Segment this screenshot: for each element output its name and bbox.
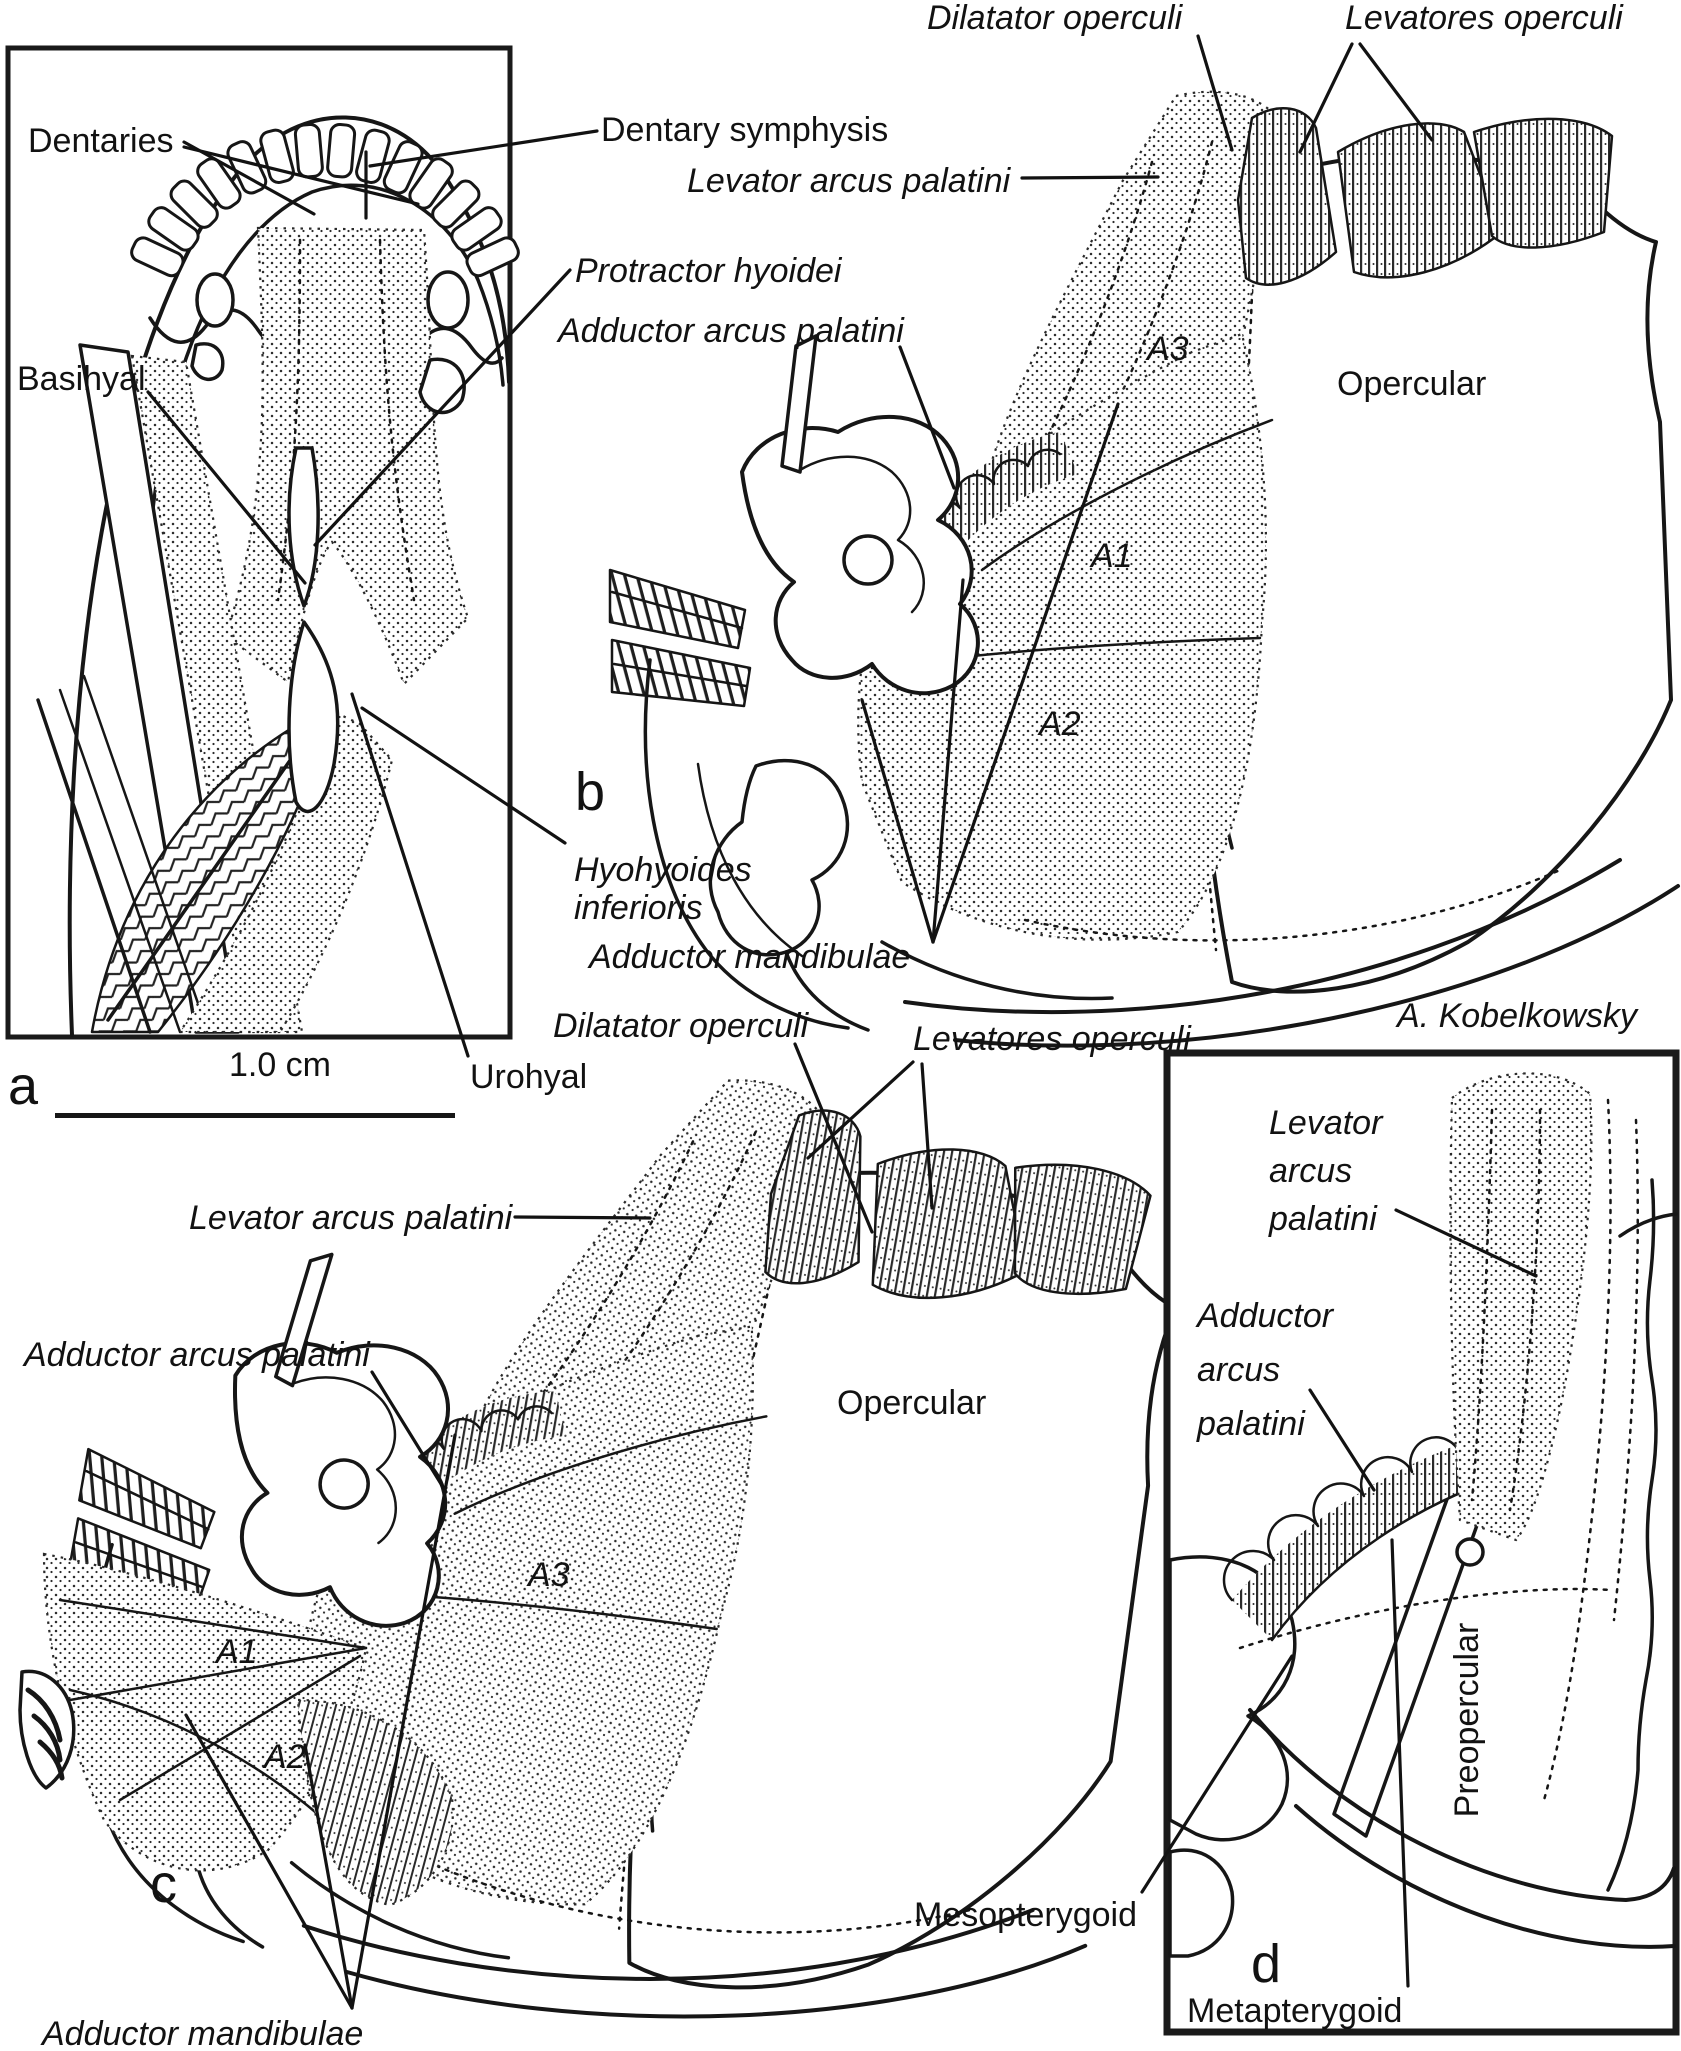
tooth <box>465 236 520 278</box>
b-label-a2: A2 <box>1037 705 1081 743</box>
leader-line <box>513 1215 652 1220</box>
credit-author: A. Kobelkowsky <box>1395 997 1639 1035</box>
b-label-protractor-hyoidei: Protractor hyoidei <box>575 252 843 290</box>
b-label-adductor-mandibulae: Adductor mandibulae <box>587 938 910 976</box>
tooth <box>431 179 481 229</box>
panel-letter-b: b <box>575 762 605 822</box>
scale-bar <box>55 1113 455 1118</box>
label-dentaries: Dentaries <box>28 122 174 160</box>
tooth <box>196 157 242 210</box>
teeth-row <box>130 123 520 278</box>
b-label-opercular: Opercular <box>1337 365 1486 403</box>
tooth <box>130 236 185 278</box>
c-label-a3: A3 <box>526 1556 570 1594</box>
leader-lines <box>146 34 1538 2010</box>
leader-line <box>350 692 470 1058</box>
panel-letter-a: a <box>8 1056 39 1116</box>
scale-bar-label: 1.0 cm <box>229 1046 331 1084</box>
c-label-levator-arcus-palatini: Levator arcus palatini <box>189 1199 514 1237</box>
panel-c-drawing <box>6 978 1223 2051</box>
label-basihyal: Basihyal <box>17 360 146 398</box>
leader-line <box>806 1060 915 1160</box>
leader-line <box>303 1743 354 2010</box>
leader-line <box>1308 1388 1376 1492</box>
leader-line <box>931 402 1120 944</box>
leader-line <box>1140 1654 1294 1894</box>
label-dentary-symphysis: Dentary symphysis <box>601 111 888 149</box>
panel-b-drawing <box>608 90 1680 1048</box>
d-label-metapterygoid: Metapterygoid <box>1187 1992 1402 2030</box>
b-label-a1: A1 <box>1089 537 1133 575</box>
leader-line <box>898 345 956 490</box>
c-label-adductor-arcus-palatini: Adductor arcus palatini <box>22 1336 371 1374</box>
labels: Dentaries Dentary symphysisBasihyalUrohya… <box>8 0 1639 2051</box>
panel-d-drawing <box>1163 1049 1680 2036</box>
tooth <box>147 206 200 252</box>
leader-line <box>350 1433 457 2010</box>
tooth <box>326 123 357 179</box>
leader-line <box>793 1042 874 1234</box>
leader-line <box>1196 34 1234 152</box>
b-label-dilatator-operculi: Dilatator operculi <box>927 0 1184 37</box>
panel-letter-c: c <box>150 1854 177 1914</box>
leader-line <box>184 1713 354 2010</box>
leader-line <box>182 145 420 206</box>
b-label-adductor-arcus-palatini: Adductor arcus palatini <box>556 312 905 350</box>
b-label-a3: A3 <box>1145 330 1189 368</box>
b-label-levatores-operculi: Levatores operculi <box>1345 0 1624 37</box>
c-label-a2: A2 <box>262 1738 306 1776</box>
leader-line <box>313 268 572 547</box>
leader-line <box>146 390 307 585</box>
tooth <box>259 128 295 185</box>
c-label-opercular: Opercular <box>837 1384 986 1422</box>
panel-a-drawing <box>5 45 520 1040</box>
leader-line <box>1020 175 1160 180</box>
leader-line <box>182 140 316 216</box>
tooth <box>293 123 324 179</box>
c-label-a1: A1 <box>214 1633 258 1671</box>
leader-line <box>1298 42 1354 154</box>
d-label-mesopterygoid: Mesopterygoid <box>914 1896 1137 1934</box>
c-label-dilatator-operculi: Dilatator operculi <box>553 1007 810 1045</box>
leader-line <box>1358 42 1434 142</box>
panel-d-box <box>1163 1049 1680 2036</box>
c-label-adductor-mandibulae: Adductor mandibulae <box>40 2015 363 2051</box>
leader-line <box>368 129 599 168</box>
c-label-levatores-operculi: Levatores operculi <box>913 1020 1192 1058</box>
leader-line <box>360 706 567 845</box>
tooth <box>450 206 503 252</box>
leader-line <box>860 698 935 944</box>
b-label-levator-arcus-palatini: Levator arcus palatini <box>687 162 1012 200</box>
panel-letter-d: d <box>1251 1934 1281 1994</box>
tooth <box>169 179 219 229</box>
leader-line <box>931 578 965 944</box>
leader-line <box>920 1062 934 1210</box>
leader-line <box>1394 1208 1538 1278</box>
leader-line <box>1390 1538 1410 1988</box>
label-urohyal: Urohyal <box>470 1058 587 1096</box>
leader-line <box>370 1370 448 1494</box>
d-label-preopercular: Preopercular <box>1448 1623 1486 1818</box>
